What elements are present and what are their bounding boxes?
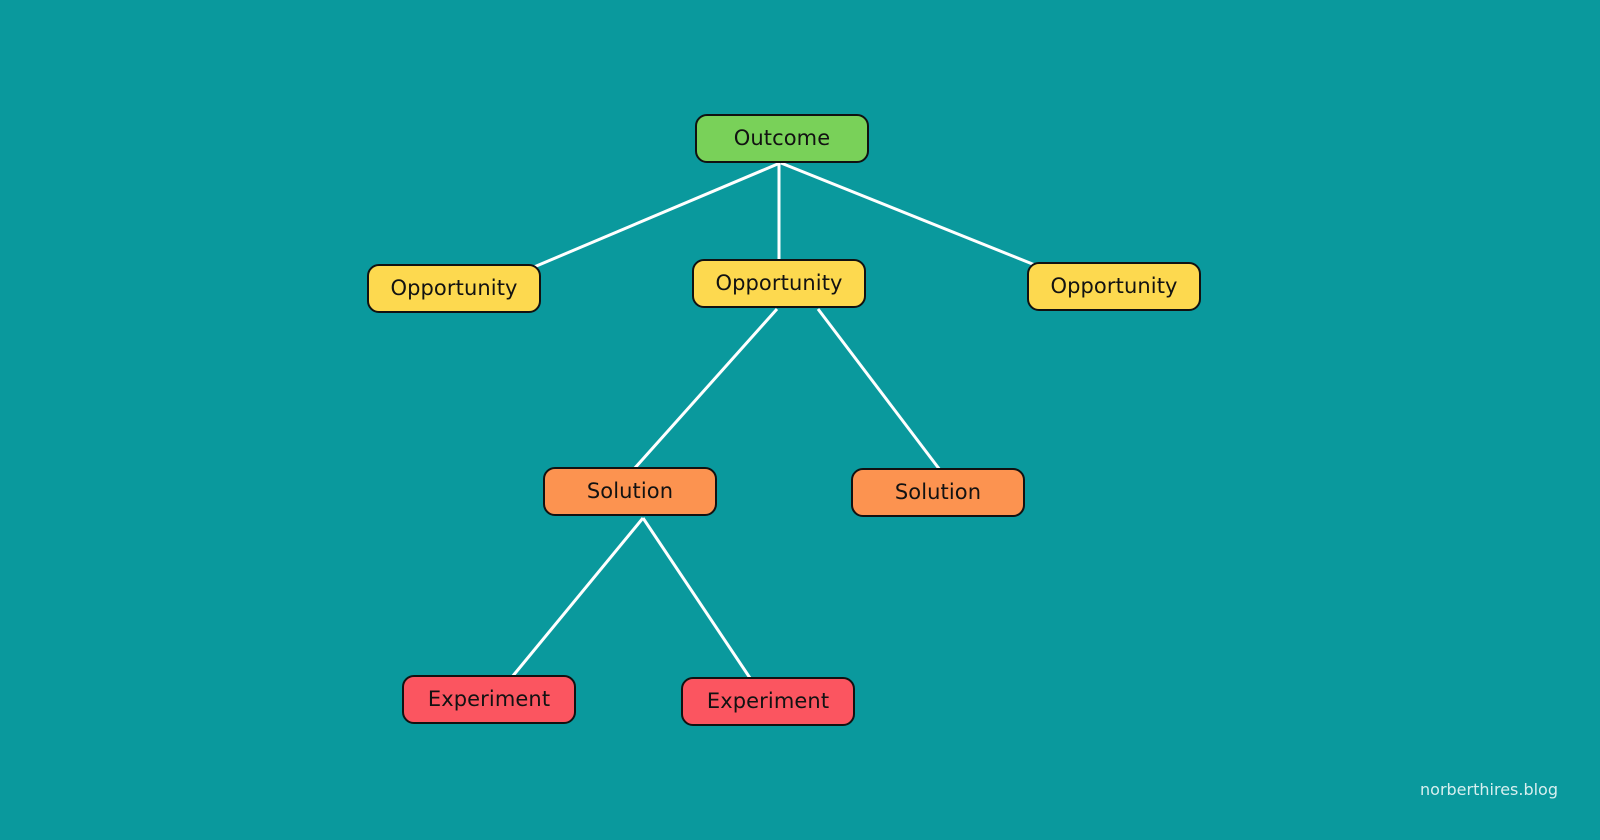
node-solution-2[interactable]: Solution (851, 468, 1025, 517)
node-outcome[interactable]: Outcome (695, 114, 869, 163)
node-label: Opportunity (1050, 274, 1178, 298)
node-experiment-1[interactable]: Experiment (402, 675, 576, 724)
node-opportunity-1[interactable]: Opportunity (367, 264, 541, 313)
node-label: Outcome (733, 126, 831, 150)
node-opportunity-2[interactable]: Opportunity (692, 259, 866, 308)
node-experiment-2[interactable]: Experiment (681, 677, 855, 726)
node-label: Experiment (427, 687, 551, 711)
edge-opportunity-2-solution-1 (632, 308, 779, 470)
node-opportunity-3[interactable]: Opportunity (1027, 262, 1201, 311)
edge-solution-1-experiment-1 (510, 517, 645, 678)
node-label: Solution (586, 479, 674, 503)
node-label: Opportunity (715, 271, 843, 295)
edge-outcome-opportunity-1 (533, 161, 781, 269)
node-label: Opportunity (390, 276, 518, 300)
edge-outcome-opportunity-3 (780, 161, 1036, 267)
node-solution-1[interactable]: Solution (543, 467, 717, 516)
watermark: norberthires.blog (1420, 780, 1558, 799)
edge-opportunity-2-solution-2 (816, 308, 942, 471)
node-label: Solution (894, 480, 982, 504)
node-label: Experiment (706, 689, 830, 713)
edge-solution-1-experiment-2 (641, 517, 752, 679)
